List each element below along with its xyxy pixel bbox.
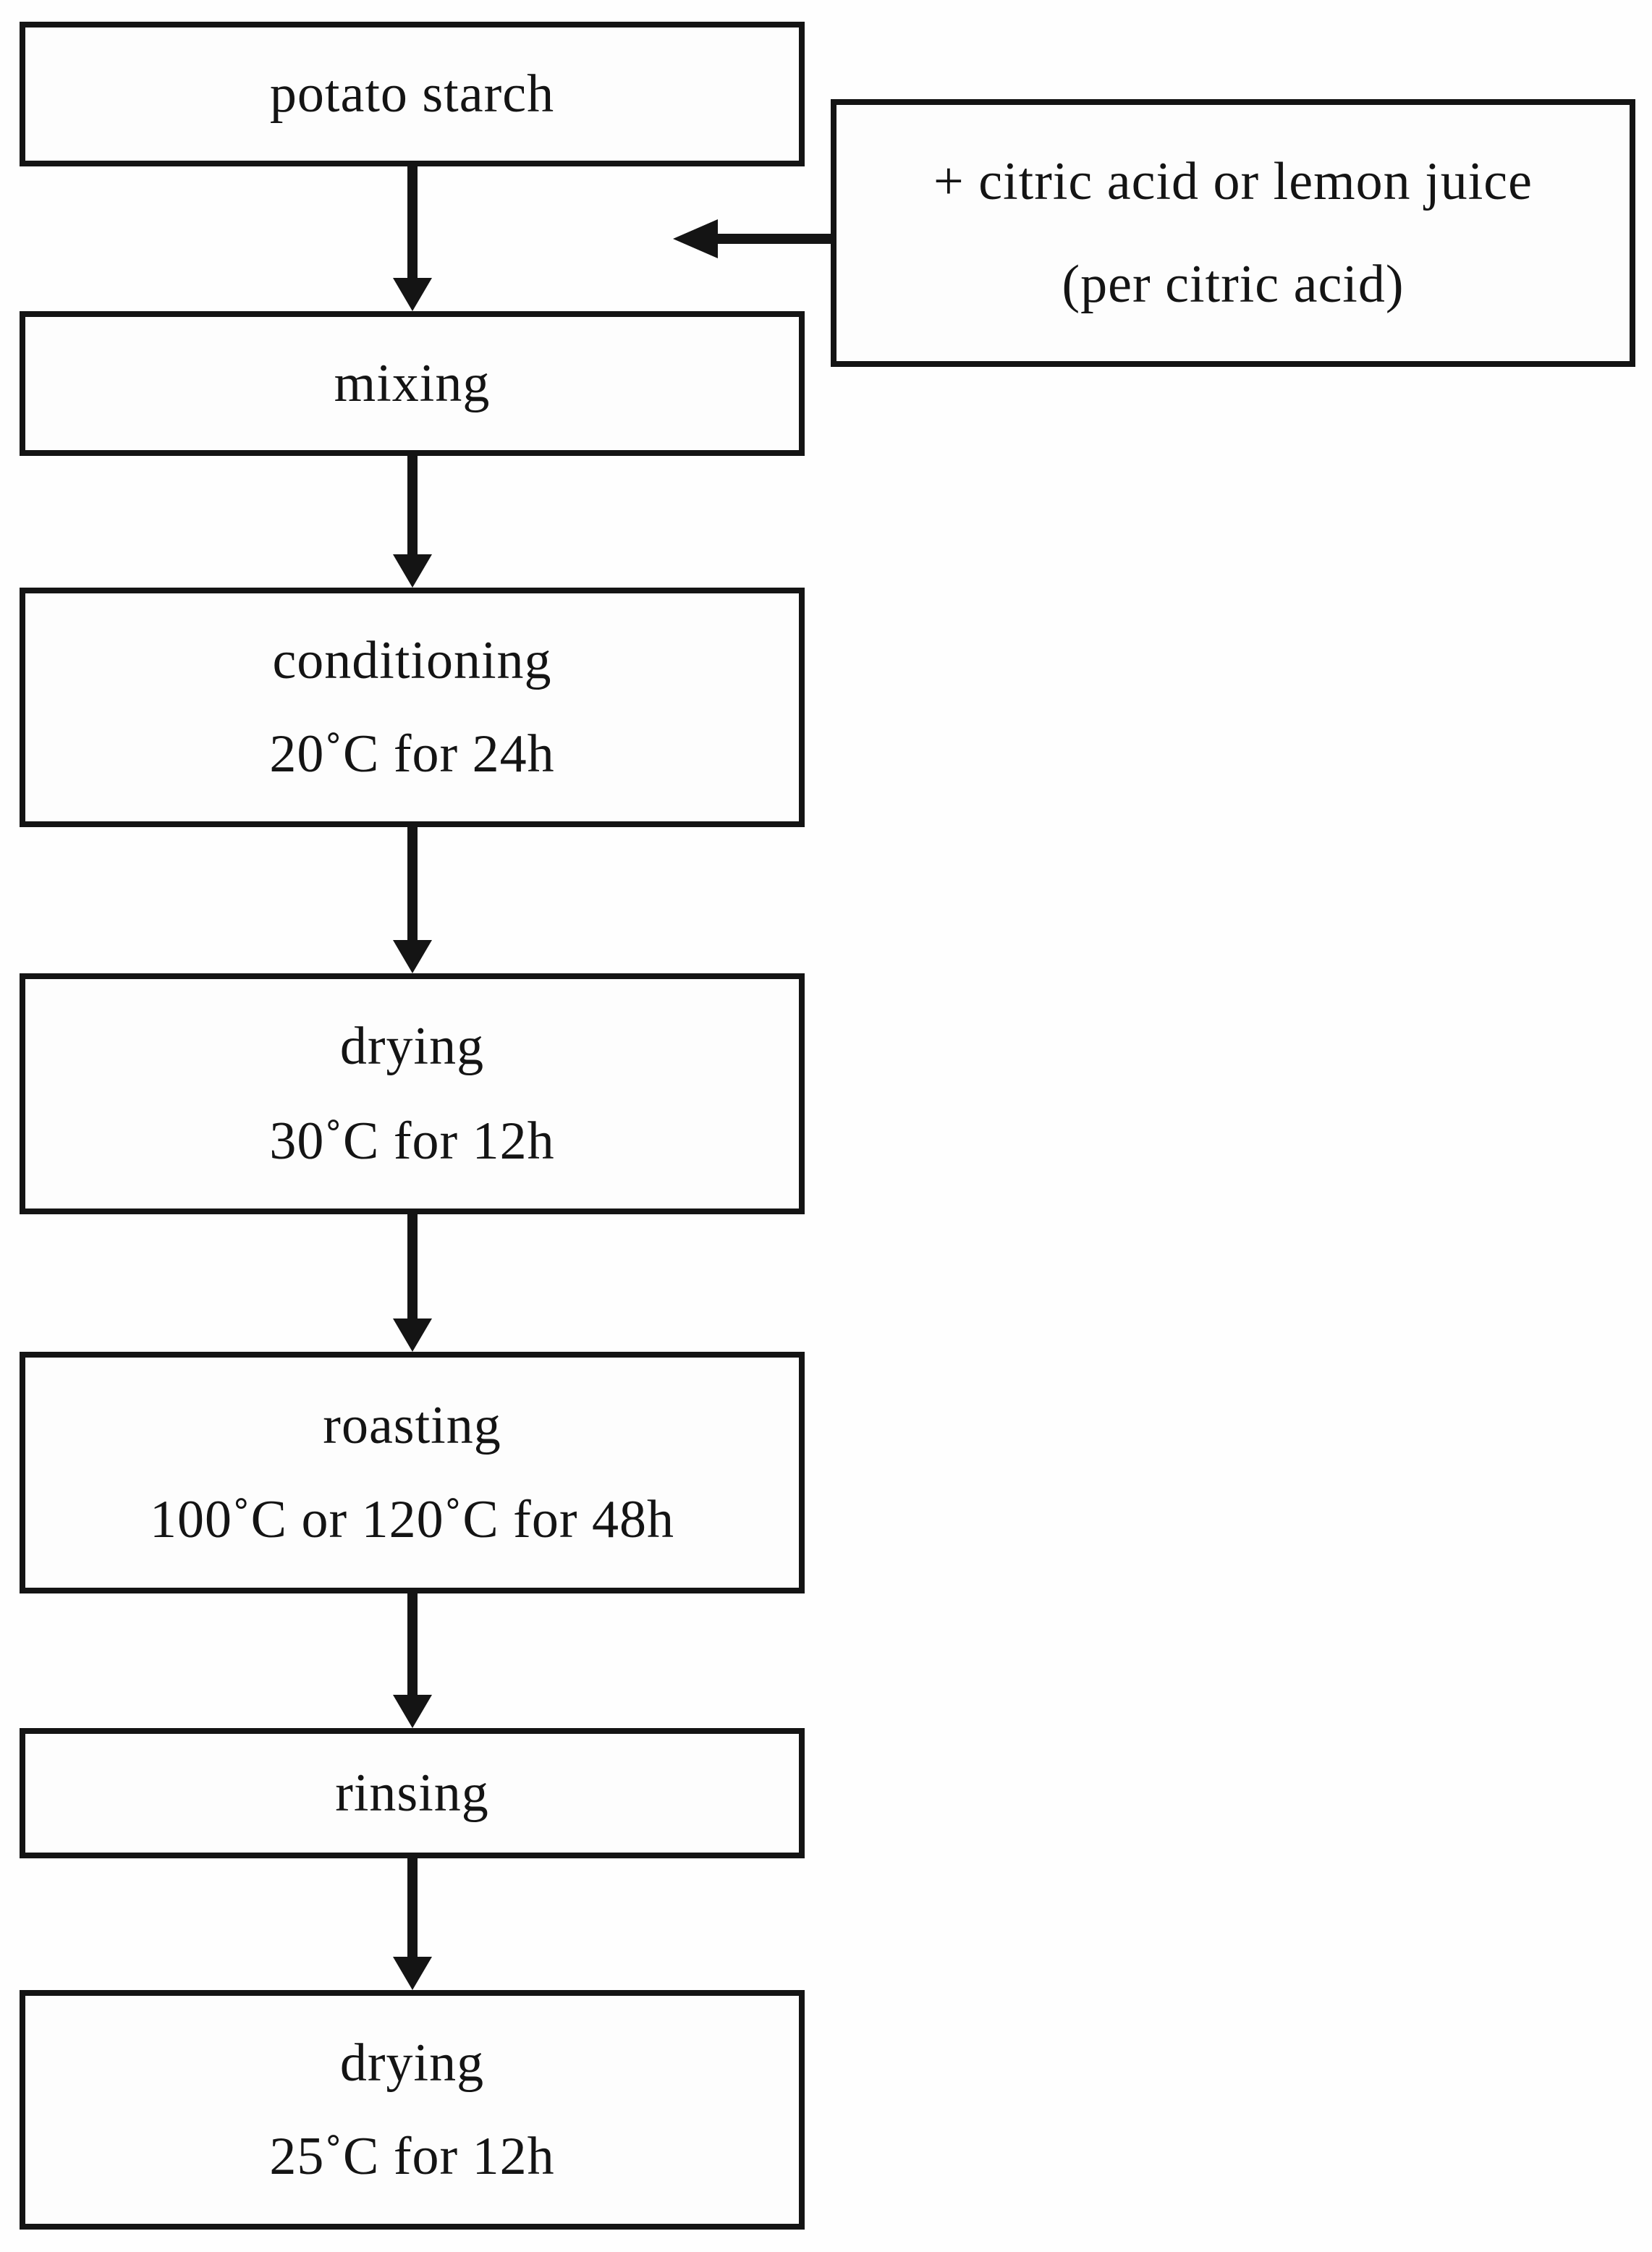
arrow-drying-to-roasting-icon bbox=[393, 1214, 432, 1352]
flow-step-rinsing: rinsing bbox=[20, 1728, 805, 1858]
flow-step-label: rinsing bbox=[335, 1764, 489, 1823]
flow-step-drying-final: drying 25˚C for 12h bbox=[20, 1990, 805, 2230]
arrow-stem bbox=[407, 166, 418, 281]
arrow-head-down-icon bbox=[393, 554, 432, 588]
arrow-stem bbox=[715, 234, 831, 244]
arrow-head-down-icon bbox=[393, 1695, 432, 1728]
annotation-line-1: + citric acid or lemon juice bbox=[933, 151, 1533, 211]
flow-step-label: roasting bbox=[323, 1395, 501, 1455]
flow-step-detail: 30˚C for 12h bbox=[269, 1111, 555, 1171]
flow-step-drying-first: drying 30˚C for 12h bbox=[20, 973, 805, 1214]
arrow-head-left-icon bbox=[673, 219, 718, 258]
arrow-stem bbox=[407, 1214, 418, 1321]
flow-step-roasting: roasting 100˚C or 120˚C for 48h bbox=[20, 1352, 805, 1593]
flow-step-label: mixing bbox=[334, 354, 491, 413]
flow-step-label: conditioning bbox=[272, 630, 552, 690]
arrow-head-down-icon bbox=[393, 1957, 432, 1990]
flow-step-potato-starch: potato starch bbox=[20, 22, 805, 166]
arrow-rinsing-to-drying-icon bbox=[393, 1858, 432, 1990]
arrow-citric-acid-to-flow-icon bbox=[673, 219, 831, 258]
flow-step-label: potato starch bbox=[269, 64, 555, 124]
arrow-stem bbox=[407, 827, 418, 943]
arrow-conditioning-to-drying-icon bbox=[393, 827, 432, 973]
arrow-stem bbox=[407, 456, 418, 557]
arrow-head-down-icon bbox=[393, 940, 432, 973]
arrow-roasting-to-rinsing-icon bbox=[393, 1593, 432, 1728]
arrow-stem bbox=[407, 1593, 418, 1698]
annotation-citric-acid-box: + citric acid or lemon juice (per citric… bbox=[831, 99, 1635, 367]
arrow-stem bbox=[407, 1858, 418, 1960]
flow-step-label: drying bbox=[339, 2033, 485, 2093]
flow-step-detail: 20˚C for 24h bbox=[269, 724, 555, 784]
flow-step-label: drying bbox=[339, 1017, 485, 1077]
arrow-head-down-icon bbox=[393, 278, 432, 311]
arrow-potato-starch-to-mixing-icon bbox=[393, 166, 432, 311]
flow-step-mixing: mixing bbox=[20, 311, 805, 456]
flow-step-conditioning: conditioning 20˚C for 24h bbox=[20, 588, 805, 827]
arrow-head-down-icon bbox=[393, 1318, 432, 1352]
annotation-line-2: (per citric acid) bbox=[1062, 255, 1405, 315]
flow-step-detail: 25˚C for 12h bbox=[269, 2127, 555, 2187]
flow-step-detail: 100˚C or 120˚C for 48h bbox=[150, 1490, 674, 1550]
arrow-mixing-to-conditioning-icon bbox=[393, 456, 432, 588]
